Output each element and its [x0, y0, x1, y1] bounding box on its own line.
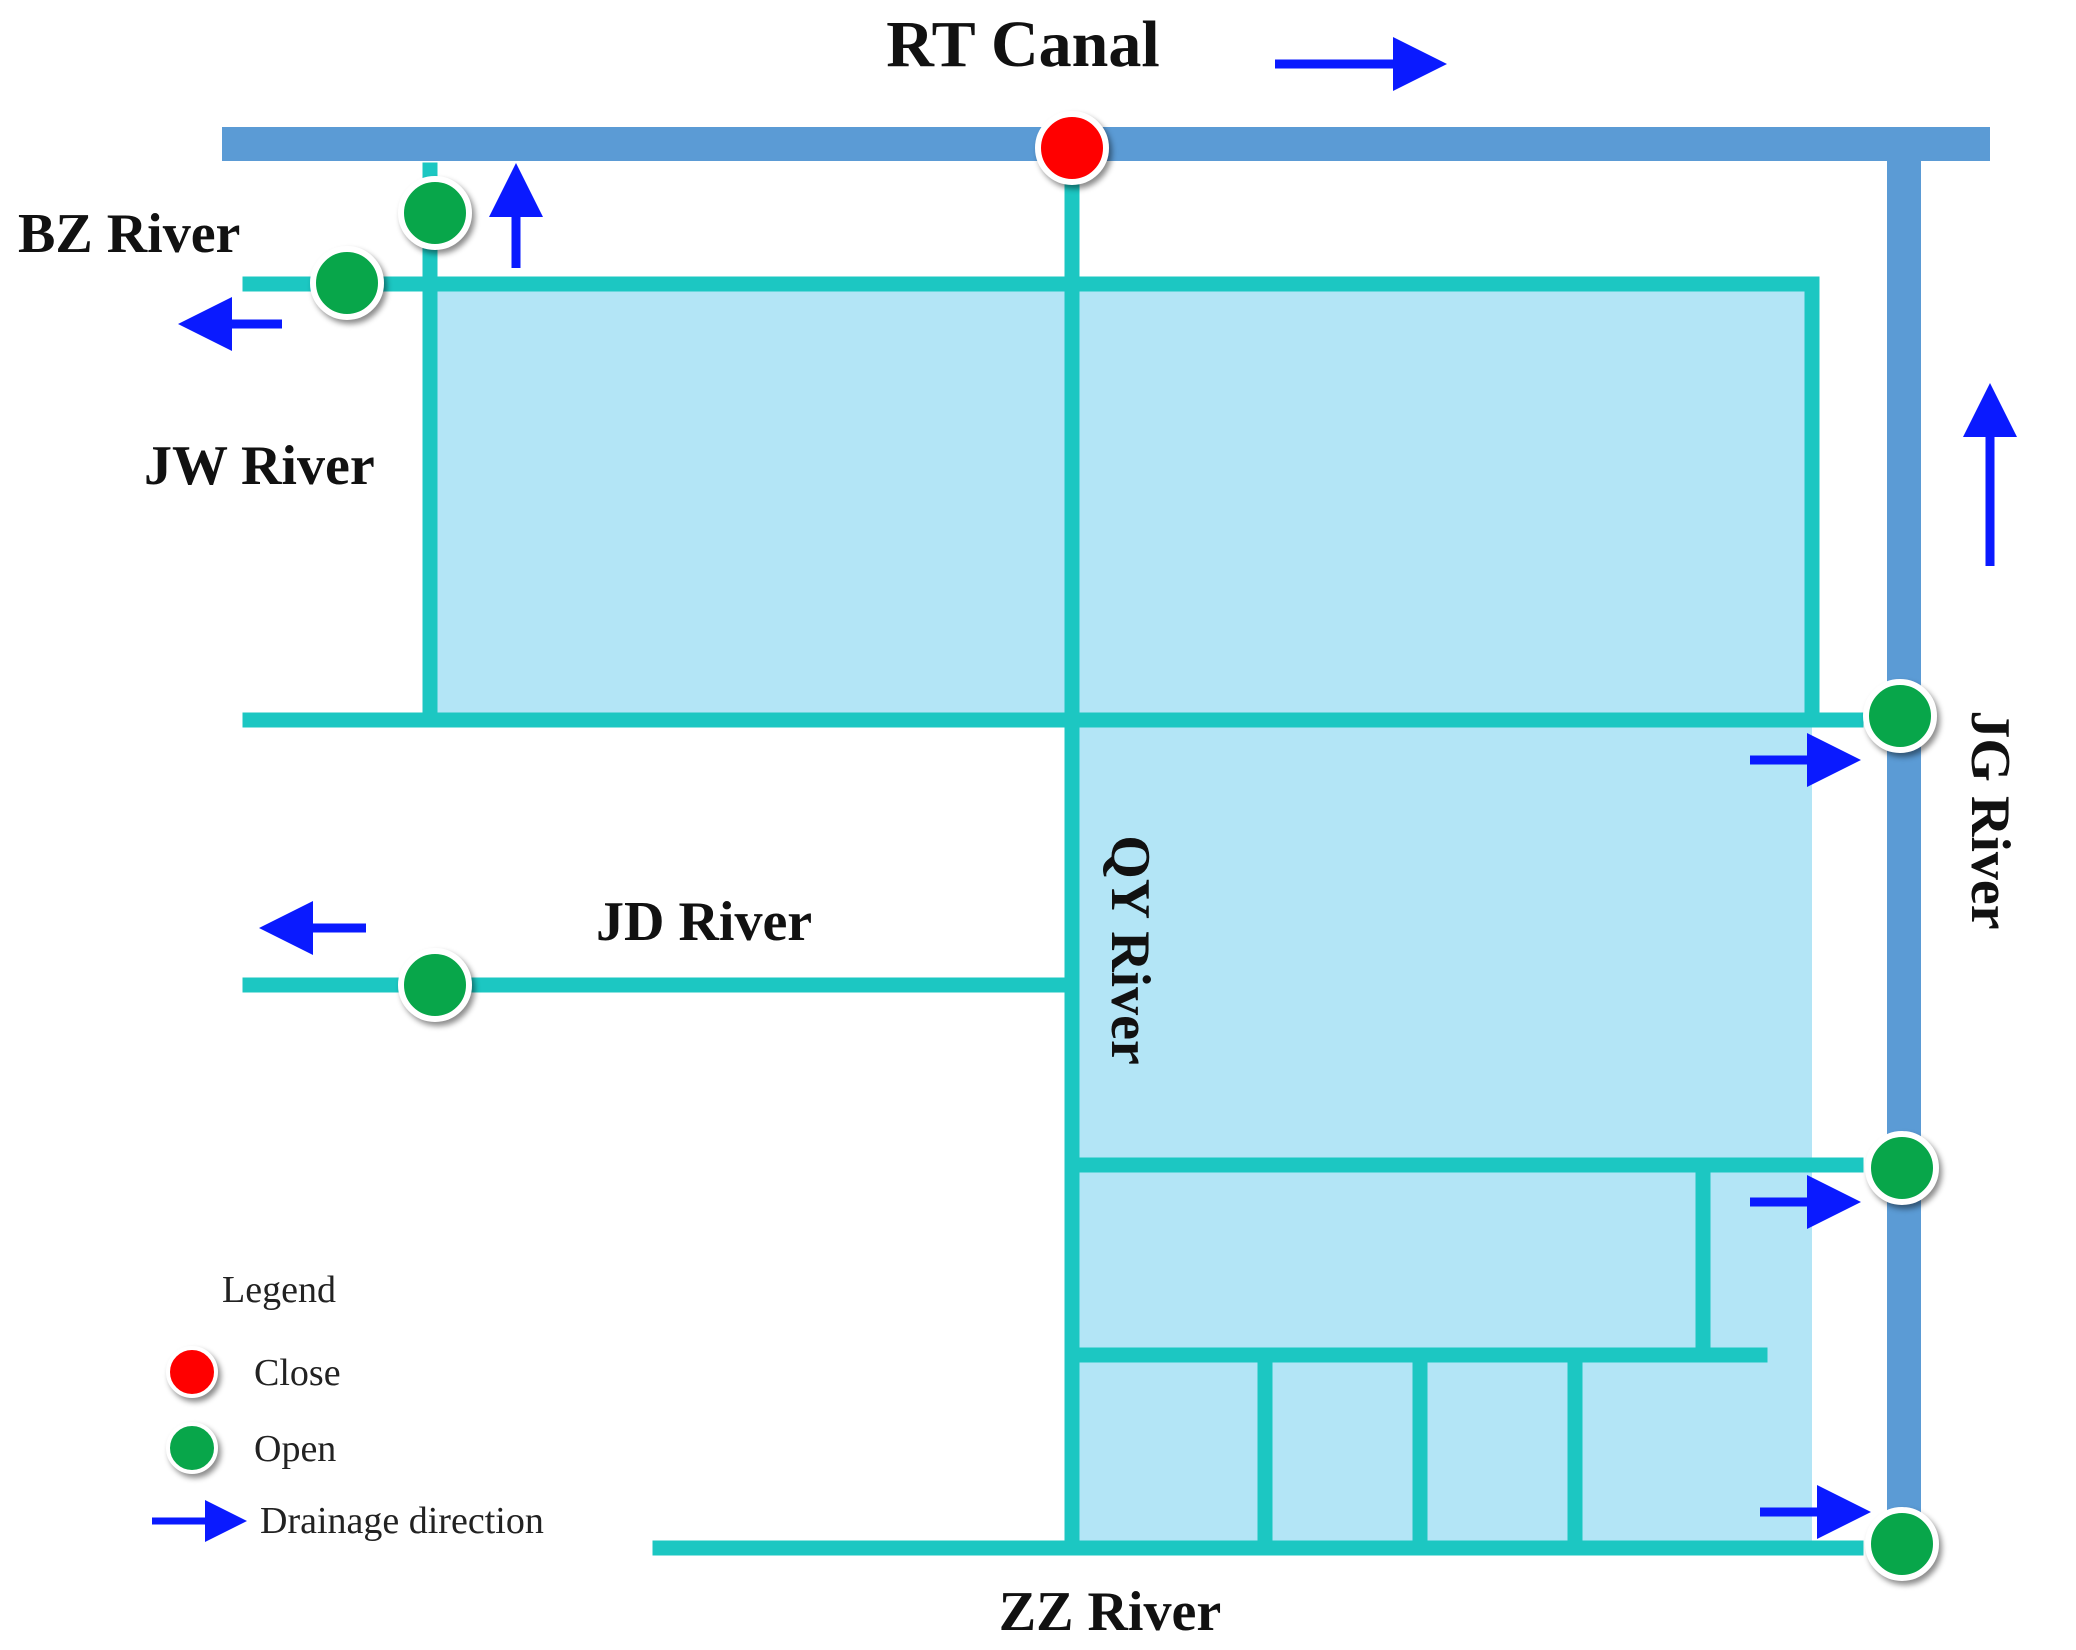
area-south [1078, 720, 1812, 1542]
river-labels: RT Canal BZ River JW River JD River ZZ R… [18, 8, 2021, 1643]
gate-open-jg-3[interactable] [1865, 1507, 1939, 1581]
gate-open-bz-north[interactable] [398, 176, 472, 250]
jg-river-label: JG River [1959, 710, 2021, 929]
bz-river-label: BZ River [18, 203, 240, 265]
rivers [242, 142, 1864, 1556]
rt-canal-label: RT Canal [886, 8, 1159, 81]
legend-close-icon [166, 1346, 218, 1398]
area-north [436, 284, 1812, 720]
gate-open-jg-1[interactable] [1863, 679, 1937, 753]
gate-open-bz-west[interactable] [310, 246, 384, 320]
gates [310, 111, 1939, 1581]
drainage-arrows [178, 37, 2017, 1539]
gate-open-jd[interactable] [398, 948, 472, 1022]
drainage-areas [436, 284, 1812, 1542]
legend: Legend Close Open Drainage direction [152, 1269, 544, 1542]
gate-close-rt-canal[interactable] [1035, 111, 1109, 185]
legend-drainage-label: Drainage direction [260, 1500, 544, 1542]
legend-open-icon [166, 1422, 218, 1474]
legend-title: Legend [222, 1269, 336, 1311]
legend-open-label: Open [254, 1428, 336, 1470]
gate-open-jg-2[interactable] [1865, 1131, 1939, 1205]
legend-close-label: Close [254, 1352, 341, 1394]
zz-river-label: ZZ River [999, 1581, 1221, 1643]
qy-river-label: QY River [1099, 835, 1161, 1065]
jw-river-label: JW River [144, 435, 375, 497]
jd-river-label: JD River [596, 891, 812, 953]
